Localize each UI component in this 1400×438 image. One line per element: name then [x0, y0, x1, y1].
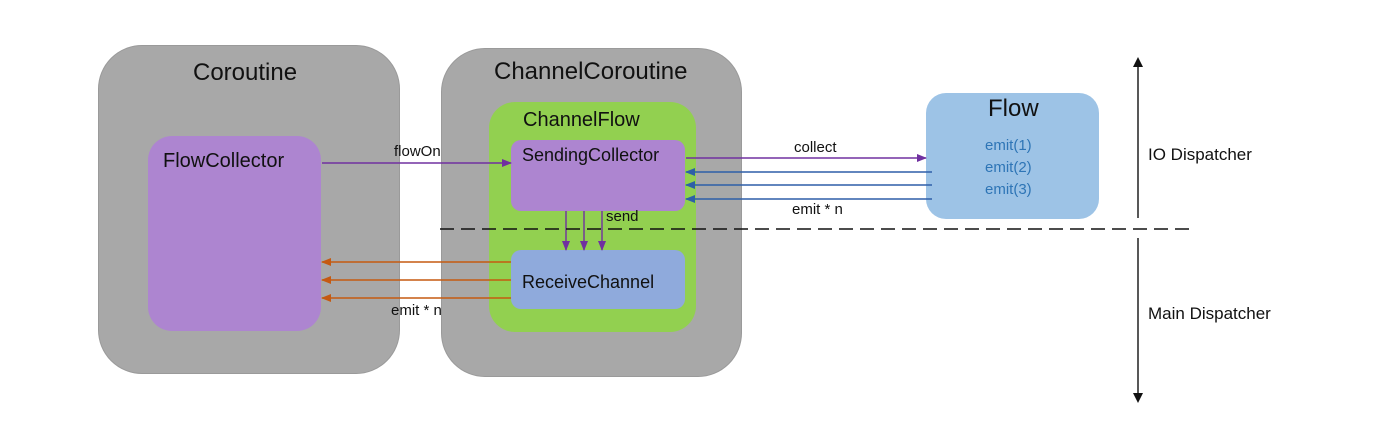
coroutine-title: Coroutine	[193, 59, 298, 86]
receive-channel-label: ReceiveChannel	[522, 272, 655, 292]
flow-collector-box	[148, 136, 321, 331]
channel-flow-title: ChannelFlow	[523, 109, 640, 131]
flow-emit-1: emit(1)	[985, 137, 1032, 154]
emit-n-upper-label: emit * n	[792, 201, 843, 218]
flow-on-label: flowOn	[394, 143, 441, 160]
flow-collector-label: FlowCollector	[163, 150, 285, 172]
flow-emit-2: emit(2)	[985, 159, 1032, 176]
flow-box	[926, 93, 1099, 219]
main-dispatcher-label: Main Dispatcher	[1148, 304, 1271, 323]
emit-n-lower-label: emit * n	[391, 302, 442, 319]
receive-channel-box	[511, 250, 685, 309]
io-dispatcher-label: IO Dispatcher	[1148, 145, 1252, 164]
flow-title: Flow	[988, 95, 1039, 122]
sending-collector-label: SendingCollector	[522, 145, 660, 165]
flow-emit-3: emit(3)	[985, 181, 1032, 198]
channel-coroutine-title: ChannelCoroutine	[494, 58, 688, 85]
send-label: send	[606, 208, 639, 225]
sending-collector-box	[511, 140, 685, 211]
collect-label: collect	[794, 139, 837, 156]
